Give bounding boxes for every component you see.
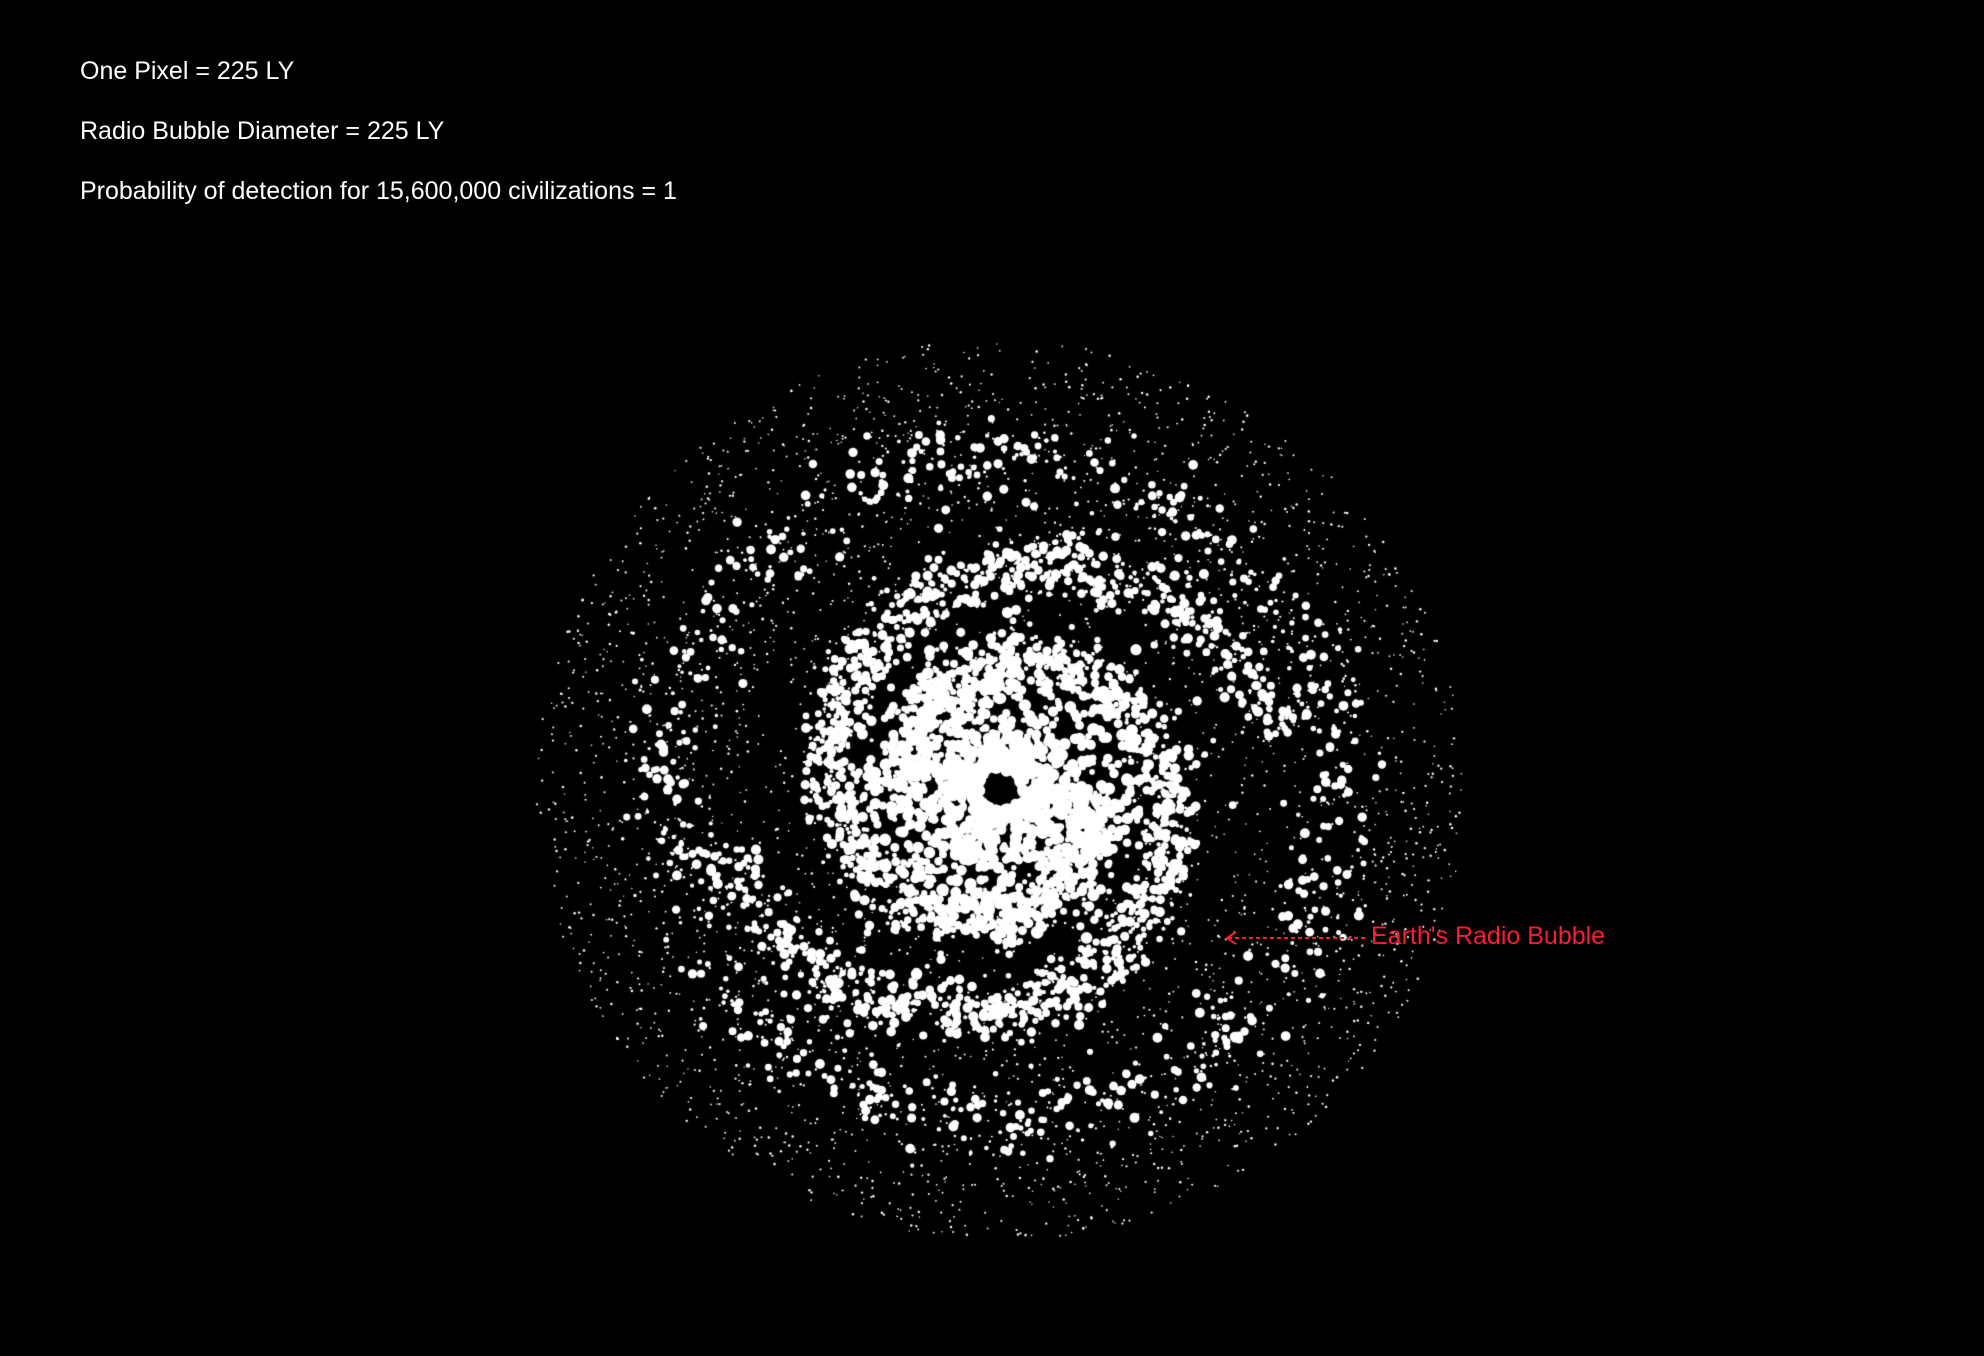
earth-radio-bubble-label: Earth's Radio Bubble [1371,922,1606,950]
info-panel: One Pixel = 225 LY Radio Bubble Diameter… [80,56,677,236]
pixel-scale-text: One Pixel = 225 LY [80,57,295,85]
earth-pointer-arrow [1225,931,1368,945]
detection-probability-text: Probability of detection for 15,600,000 … [80,177,677,205]
bubble-diameter-text: Radio Bubble Diameter = 225 LY [80,117,445,145]
